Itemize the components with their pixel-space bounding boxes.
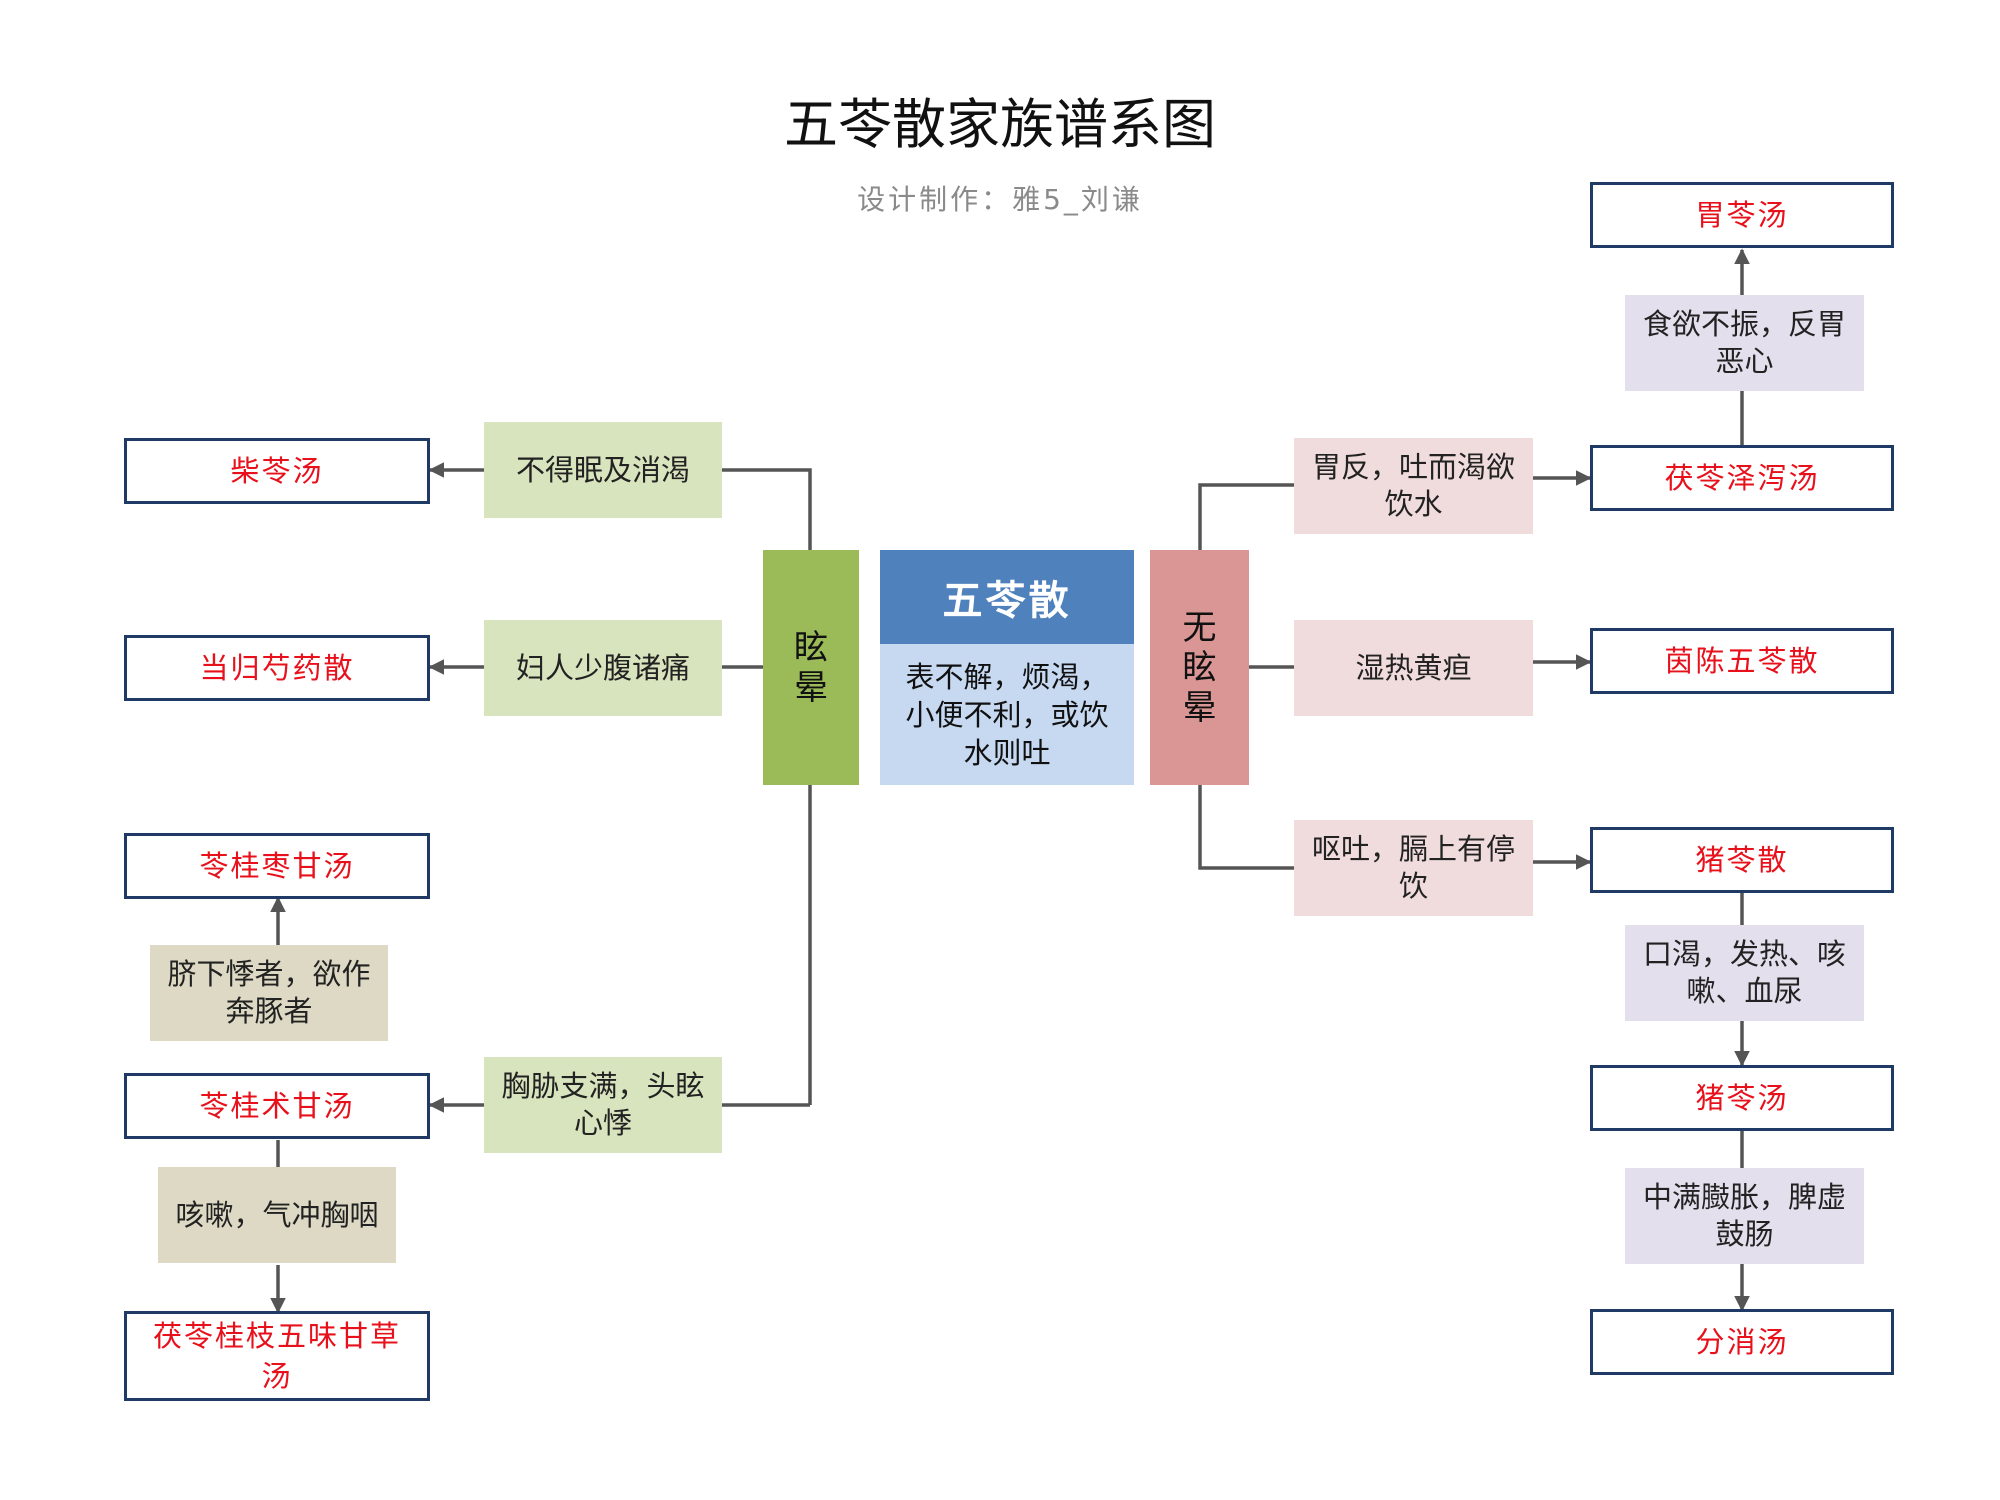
symptom-vomit-thirst: 胃反，吐而渴欲饮水 [1294, 438, 1533, 534]
formula-fu-ling-ze-xie-tang: 茯苓泽泻汤 [1590, 445, 1894, 511]
formula-ling-gui-zao-gan-tang: 苓桂枣甘汤 [124, 833, 430, 899]
symptom-navel-palpitation: 脐下悸者，欲作奔豚者 [150, 945, 388, 1041]
branch-dizziness: 眩晕 [763, 550, 859, 785]
formula-zhu-ling-san: 猪苓散 [1590, 827, 1894, 893]
connector-line [1198, 483, 1294, 550]
formula-zhu-ling-tang: 猪苓汤 [1590, 1065, 1894, 1131]
symptom-cough: 咳嗽，气冲胸咽 [158, 1167, 396, 1263]
symptom-insomnia-thirst: 不得眠及消渴 [484, 422, 722, 518]
center-formula-description: 表不解，烦渴，小便不利，或饮水则吐 [880, 644, 1134, 785]
formula-ling-gui-zhu-gan-tang: 苓桂术甘汤 [124, 1073, 430, 1139]
formula-wei-ling-tang: 胃苓汤 [1590, 182, 1894, 248]
connector-line [722, 468, 812, 550]
symptom-thirst-fever: 口渴，发热、咳嗽、血尿 [1625, 925, 1864, 1021]
formula-fu-ling-gui-zhi-wu-wei-gan-cao-tang: 茯苓桂枝五味甘草汤 [124, 1311, 430, 1401]
formula-fen-xiao-tang: 分消汤 [1590, 1309, 1894, 1375]
page-title: 五苓散家族谱系图 [784, 93, 1216, 156]
symptom-bloating: 中满臌胀，脾虚鼓肠 [1625, 1168, 1864, 1264]
symptom-vomit-retained-fluid: 呕吐，膈上有停饮 [1294, 820, 1533, 916]
symptom-chest-fullness: 胸胁支满，头眩心悸 [484, 1057, 722, 1153]
symptom-poor-appetite: 食欲不振，反胃恶心 [1625, 295, 1864, 391]
page-subtitle: 设计制作：雅5_刘谦 [857, 183, 1143, 216]
formula-yin-chen-wu-ling-san: 茵陈五苓散 [1590, 628, 1894, 694]
center-formula-title: 五苓散 [880, 550, 1134, 644]
formula-dang-gui-shao-yao-san: 当归芍药散 [124, 635, 430, 701]
branch-no-dizziness: 无眩晕 [1150, 550, 1249, 785]
symptom-damp-heat-jaundice: 湿热黄疸 [1294, 620, 1533, 716]
formula-chai-ling-tang: 柴苓汤 [124, 438, 430, 504]
symptom-abdominal-pain: 妇人少腹诸痛 [484, 620, 722, 716]
connector-line [1198, 785, 1294, 870]
